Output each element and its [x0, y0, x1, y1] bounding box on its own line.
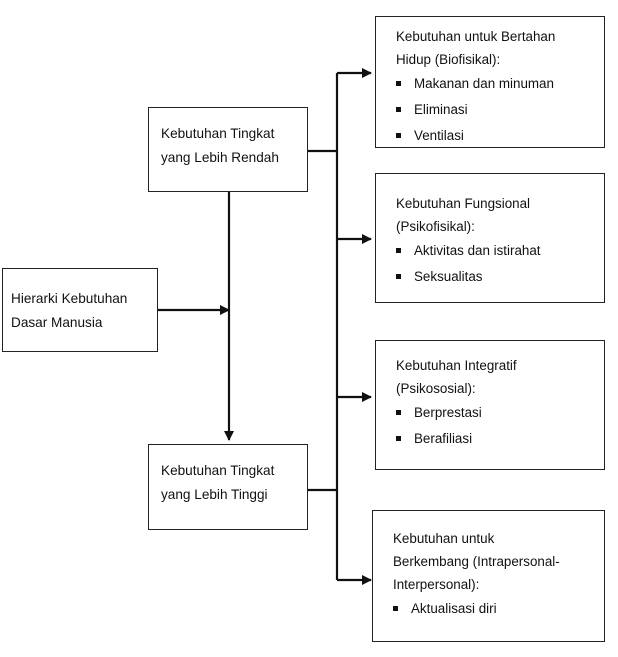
biofisikal-title-line-1: Kebutuhan untuk Bertahan	[396, 29, 556, 44]
psikofisikal-box: Kebutuhan Fungsional (Psikofisikal): Akt…	[375, 173, 605, 303]
higher-line-1: Kebutuhan Tingkat	[161, 463, 275, 478]
higher-needs-box: Kebutuhan Tingkat yang Lebih Tinggi	[148, 444, 308, 530]
list-item: Aktivitas dan istirahat	[396, 238, 598, 264]
list-item: Makanan dan minuman	[396, 71, 598, 97]
psikososial-box: Kebutuhan Integratif (Psikososial): Berp…	[375, 340, 605, 470]
list-item: Aktualisasi diri	[393, 596, 598, 622]
list-item: Eliminasi	[396, 97, 598, 123]
biofisikal-box: Kebutuhan untuk Bertahan Hidup (Biofisik…	[375, 16, 605, 148]
psikofisikal-title: Kebutuhan Fungsional (Psikofisikal):	[396, 182, 598, 238]
bullet-square-icon	[396, 133, 401, 138]
psikososial-list: Berprestasi Berafiliasi	[396, 400, 598, 452]
list-item: Berafiliasi	[396, 426, 598, 452]
list-item: Berprestasi	[396, 400, 598, 426]
psikofisikal-title-line-1: Kebutuhan Fungsional	[396, 196, 531, 211]
bullet-square-icon	[396, 436, 401, 441]
interpersonal-title-line-2: Berkembang (Intrapersonal-	[393, 554, 560, 569]
root-box: Hierarki Kebutuhan Dasar Manusia	[2, 268, 158, 352]
bullet-square-icon	[396, 107, 401, 112]
root-line-1: Hierarki Kebutuhan	[11, 291, 128, 306]
bullet-square-icon	[396, 274, 401, 279]
lower-needs-box: Kebutuhan Tingkat yang Lebih Rendah	[148, 107, 308, 192]
lower-line-2: yang Lebih Rendah	[161, 150, 279, 165]
psikososial-title-line-1: Kebutuhan Integratif	[396, 358, 517, 373]
bullet-square-icon	[396, 410, 401, 415]
bullet-square-icon	[393, 606, 398, 611]
psikososial-title: Kebutuhan Integratif (Psikososial):	[396, 349, 598, 400]
interpersonal-box: Kebutuhan untuk Berkembang (Intrapersona…	[372, 510, 605, 642]
biofisikal-title: Kebutuhan untuk Bertahan Hidup (Biofisik…	[396, 25, 598, 71]
interpersonal-title-line-1: Kebutuhan untuk	[393, 531, 495, 546]
bullet-square-icon	[396, 248, 401, 253]
psikososial-title-line-2: (Psikososial):	[396, 381, 476, 396]
biofisikal-title-line-2: Hidup (Biofisikal):	[396, 52, 501, 67]
list-item: Ventilasi	[396, 123, 598, 149]
root-line-2: Dasar Manusia	[11, 315, 103, 330]
lower-line-1: Kebutuhan Tingkat	[161, 126, 275, 141]
interpersonal-title-line-3: Interpersonal):	[393, 577, 480, 592]
higher-line-2: yang Lebih Tinggi	[161, 487, 268, 502]
interpersonal-title: Kebutuhan untuk Berkembang (Intrapersona…	[393, 519, 598, 596]
psikofisikal-title-line-2: (Psikofisikal):	[396, 219, 475, 234]
biofisikal-list: Makanan dan minuman Eliminasi Ventilasi	[396, 71, 598, 149]
interpersonal-list: Aktualisasi diri	[393, 596, 598, 622]
list-item: Seksualitas	[396, 264, 598, 290]
bullet-square-icon	[396, 81, 401, 86]
psikofisikal-list: Aktivitas dan istirahat Seksualitas	[396, 238, 598, 290]
